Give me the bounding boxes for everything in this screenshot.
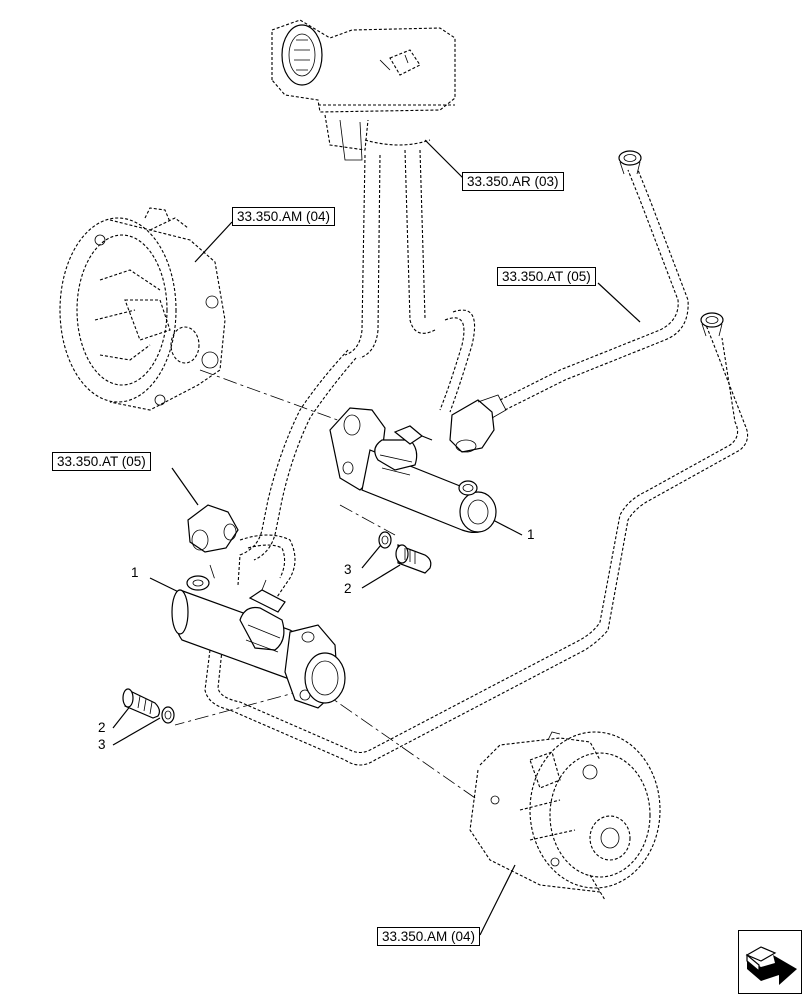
- bolt-upper: [395, 544, 432, 574]
- item-number-cylinder-upper: 1: [527, 527, 535, 542]
- ref-pipe-left-label[interactable]: 33.350.AT (05): [52, 452, 151, 471]
- item-number-bolt-upper: 2: [344, 581, 352, 596]
- brake-unit-top-left: [59, 207, 226, 411]
- master-cylinder-upper: [329, 394, 507, 533]
- center-lines: [174, 369, 479, 801]
- bolt-lower: [122, 688, 161, 719]
- washer-upper: [378, 531, 392, 549]
- ref-brake-bottom-right-label[interactable]: 33.350.AM (04): [377, 927, 481, 946]
- ref-reservoir-label[interactable]: 33.350.AR (03): [462, 172, 564, 191]
- item-number-cylinder-lower: 1: [131, 565, 139, 580]
- item-number-washer-lower: 3: [98, 737, 106, 752]
- brake-pipes: [204, 149, 749, 766]
- item-number-bolt-lower: 2: [98, 720, 106, 735]
- pipe-end-fittings: [618, 150, 724, 337]
- ref-pipe-right-label[interactable]: 33.350.AT (05): [497, 267, 596, 286]
- brake-fluid-reservoir: [271, 19, 456, 161]
- washer-lower: [161, 706, 175, 724]
- next-page-button[interactable]: [738, 930, 802, 994]
- ref-brake-top-left-label[interactable]: 33.350.AM (04): [232, 207, 336, 226]
- item-number-washer-upper: 3: [344, 562, 352, 577]
- brake-unit-bottom-right: [469, 731, 661, 901]
- master-cylinder-lower: [171, 504, 346, 709]
- next-page-arrow-icon: [745, 946, 797, 985]
